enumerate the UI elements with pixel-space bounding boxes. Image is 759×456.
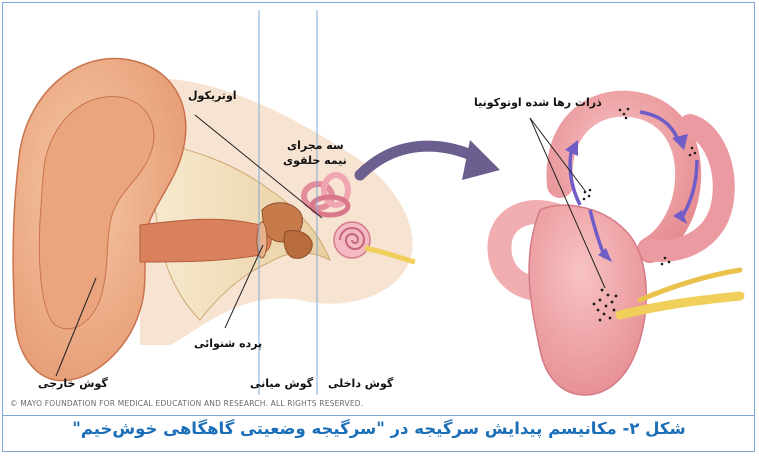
label-middle-ear: گوش میانی: [250, 376, 313, 391]
ear-canal: [140, 219, 271, 262]
label-outer-ear: گوش خارجی: [38, 376, 108, 391]
label-inner-ear: گوش داخلی: [328, 376, 393, 391]
label-semicircular-canals-1: سه مجرای: [287, 138, 344, 153]
labyrinth-detail: [499, 104, 740, 395]
caption-bar: شکل ۲- مکانیسم پیدایش سرگیجه در "سرگیجه …: [3, 415, 755, 454]
label-auricle: اوتریکول: [188, 88, 237, 103]
zoom-arrow: [360, 140, 500, 180]
figure-caption: شکل ۲- مکانیسم پیدایش سرگیجه در "سرگیجه …: [9, 419, 749, 438]
label-otoconia: ذرات رها شده اوتوکونیا: [474, 95, 602, 110]
label-eardrum: پرده شنوائی: [194, 336, 262, 351]
label-semicircular-canals-2: نیمه حلقوی: [283, 153, 347, 168]
copyright-notice: © MAYO FOUNDATION FOR MEDICAL EDUCATION …: [10, 399, 363, 408]
